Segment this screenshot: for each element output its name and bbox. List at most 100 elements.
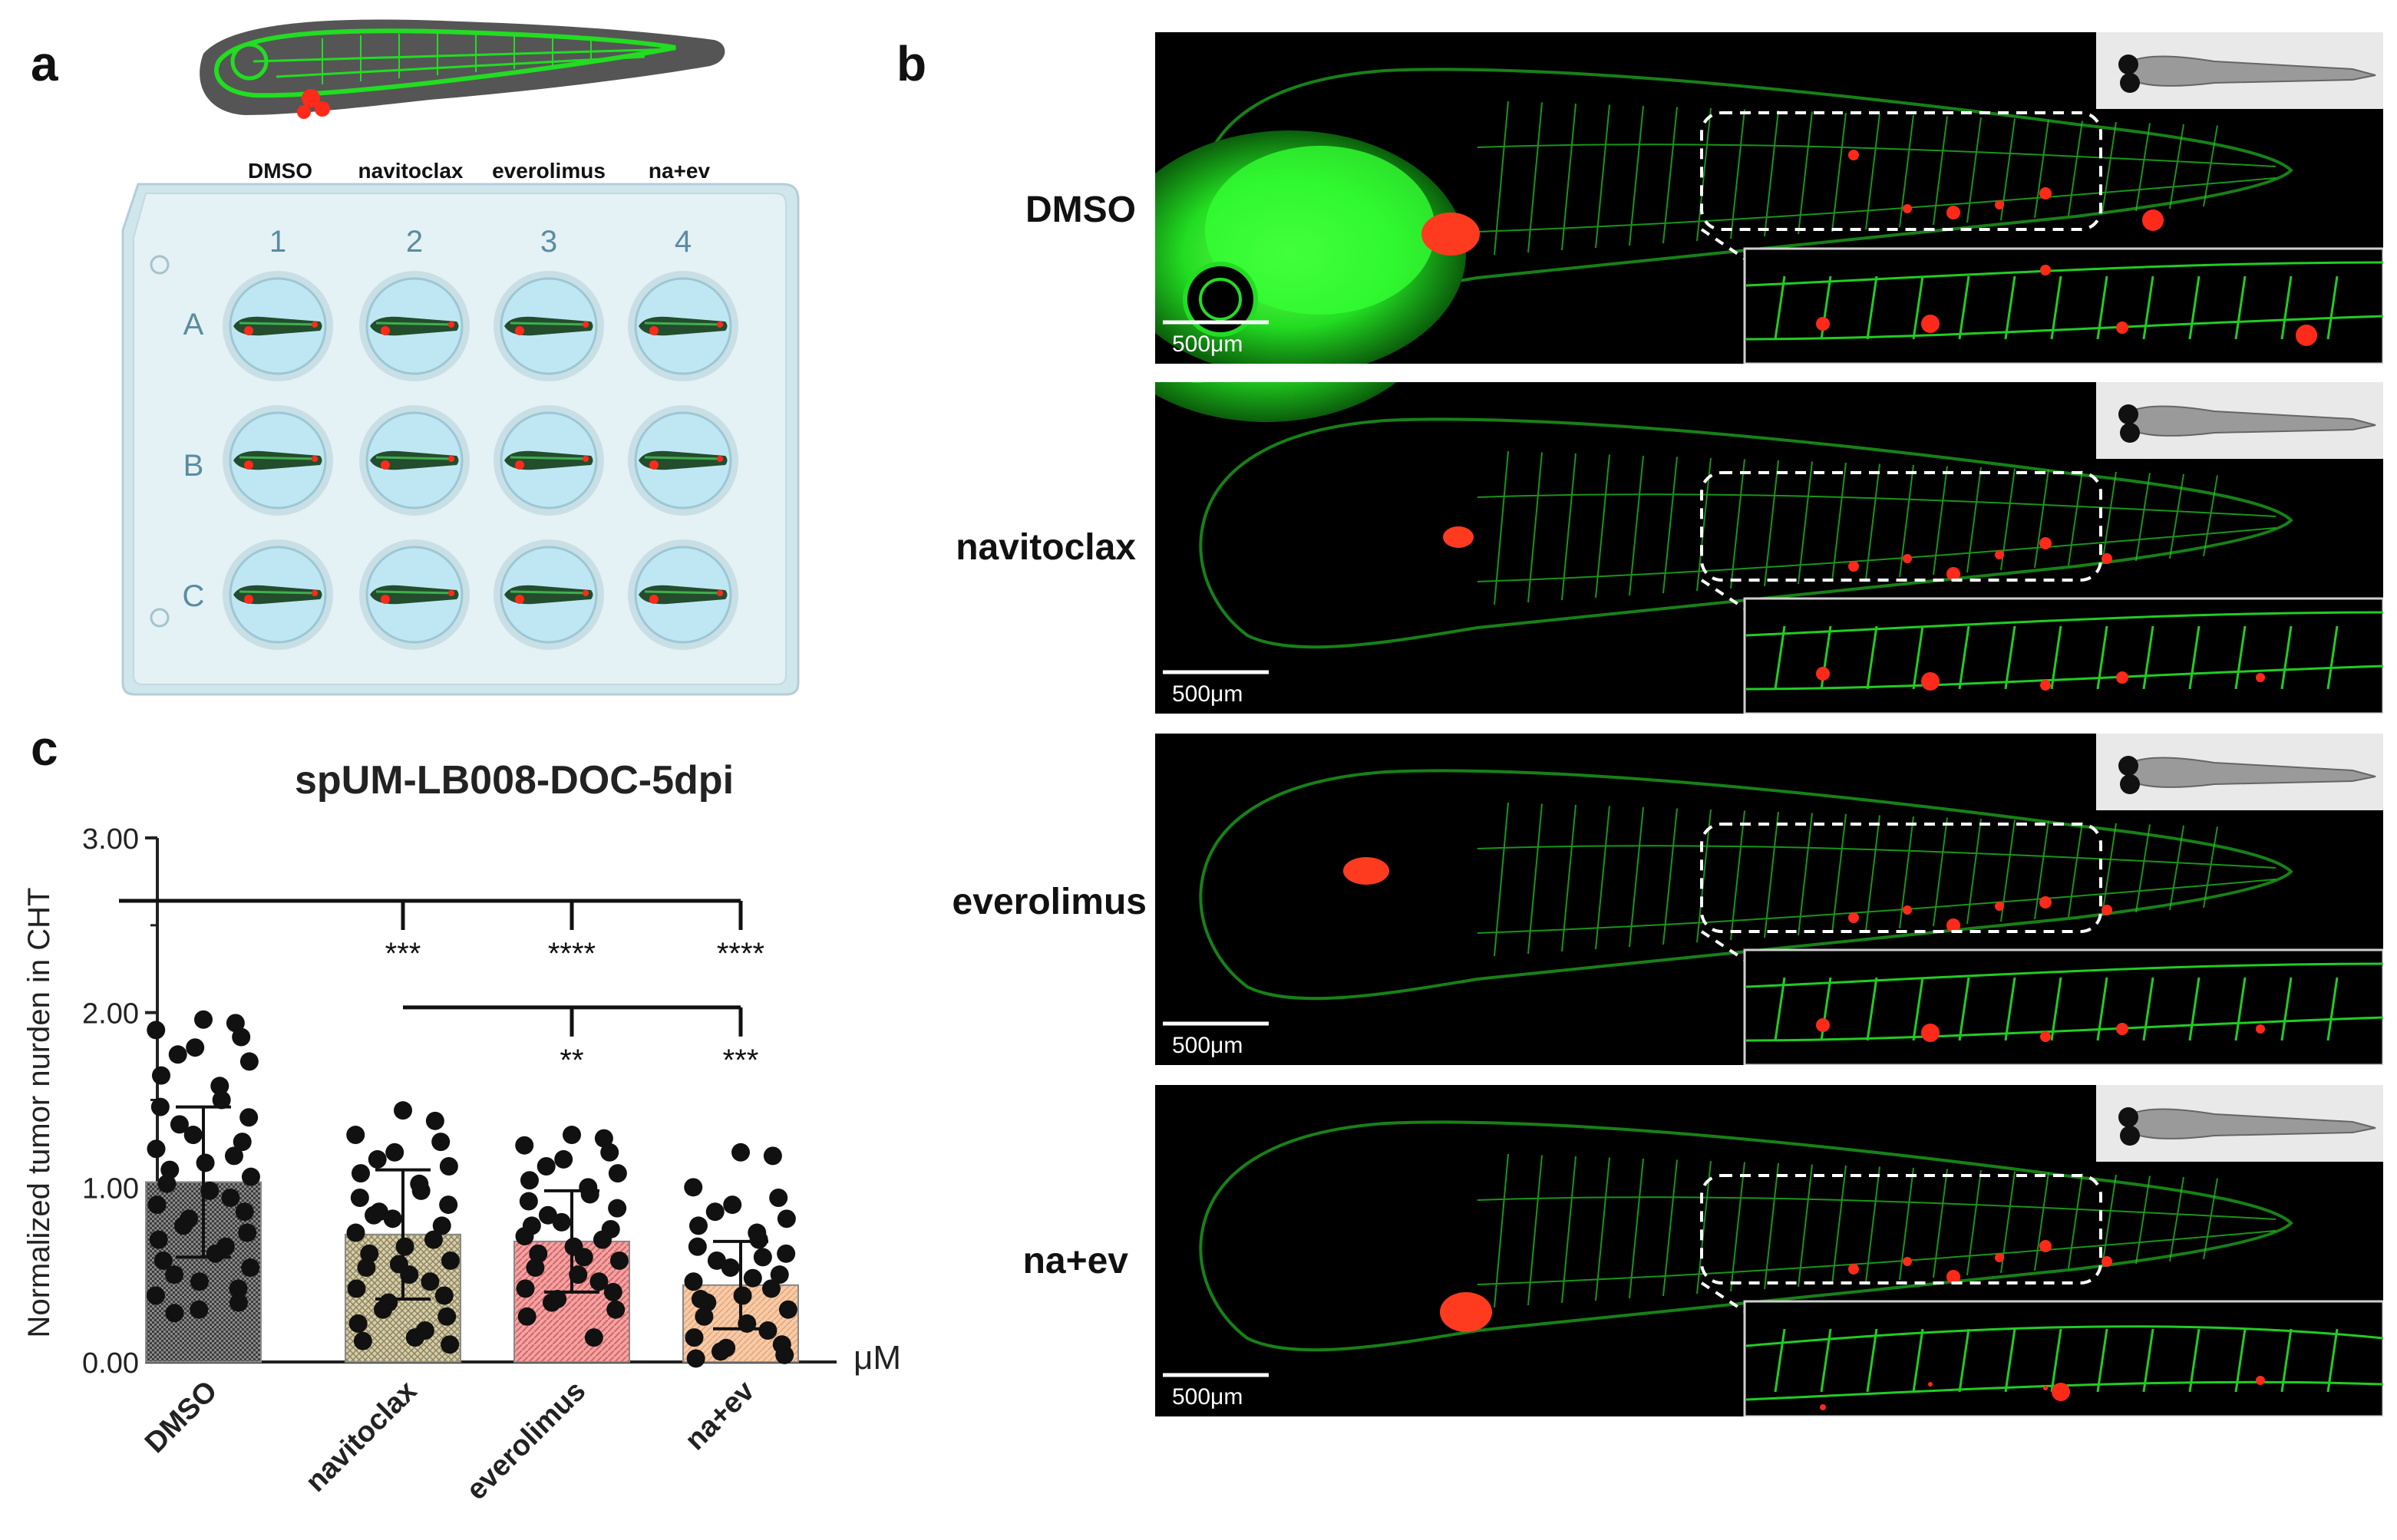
plate-column-number: 3 [540,225,557,259]
data-point [238,1223,257,1242]
data-point [753,1248,772,1267]
data-point [424,1230,443,1249]
data-point [373,1300,392,1319]
data-point [563,1126,581,1145]
data-point [232,1027,251,1047]
well [628,405,738,516]
data-point [395,1237,414,1256]
scale-bar-label: 500μm [1172,331,1243,357]
y-axis-label: Normalized tumor nurden in CHT [22,888,56,1338]
data-point [353,1331,372,1350]
larva-icon [370,585,459,605]
data-point [685,1328,704,1347]
data-point [190,1300,209,1319]
plate-condition-label: DMSO [248,159,312,183]
data-point [761,1279,781,1298]
x-tick-label: everolimus [461,1375,593,1507]
brightfield-inset [2096,734,2383,810]
larva-icon [639,585,728,605]
micrograph-label-navitoclax: navitoclax [956,527,1136,568]
well [494,405,604,516]
y-tick-label: 3.00 [82,823,139,856]
larva-icon [233,316,322,336]
data-point [538,1205,557,1225]
data-point [749,1230,768,1249]
data-point [519,1192,538,1211]
zoom-inset [1743,247,2383,364]
data-point [684,1178,703,1197]
plate-column-number: 1 [269,225,286,259]
data-point [594,1129,613,1148]
data-point [383,1209,402,1228]
data-point [173,1216,193,1235]
data-point [368,1149,387,1169]
data-point [593,1230,612,1249]
data-point [777,1244,796,1263]
y-tick-label: 1.00 [82,1172,139,1205]
roi-dashed-box [1700,1174,2102,1284]
zoom-inset [1743,948,2383,1065]
data-point [537,1157,556,1176]
significance-label: ** [560,1044,583,1077]
unit-label: μM [853,1339,901,1377]
data-point [235,1202,254,1222]
data-point [389,1255,408,1274]
roi-dashed-box [1700,471,2102,582]
data-point [439,1157,458,1176]
data-point [517,1307,537,1326]
data-point [574,1248,593,1267]
data-point [542,1293,561,1312]
data-point [763,1146,782,1166]
data-point [770,1265,789,1284]
data-point [603,1282,622,1301]
plate-condition-label: na+ev [649,159,711,183]
data-point [360,1244,379,1263]
data-point [147,1195,167,1215]
data-point [425,1111,444,1130]
well [223,539,333,650]
data-point [707,1251,726,1270]
data-point [357,1258,376,1278]
plate-row-letter: B [183,449,204,483]
data-point [196,1153,215,1172]
larva-icon [233,585,322,605]
data-point [778,1300,797,1319]
data-point [170,1115,189,1134]
well [359,539,470,650]
data-point [190,1272,209,1291]
scale-bar-label: 500μm [1172,681,1243,707]
data-point [606,1300,626,1319]
data-point [711,1342,730,1361]
micrograph: 500μm [1155,382,2383,714]
well [494,271,604,381]
data-point [684,1272,703,1291]
zebrafish-schematic [200,19,725,119]
data-point [584,1328,603,1347]
data-point [431,1133,451,1152]
data-point [733,1286,752,1305]
data-point [147,1286,166,1305]
data-point [421,1272,440,1291]
data-point [608,1199,627,1218]
data-point [229,1279,248,1298]
data-point [348,1314,368,1333]
micrograph-label-dmso: DMSO [1025,190,1136,230]
data-point [743,1268,762,1288]
plate-column-number: 4 [675,225,692,259]
data-point [688,1216,708,1235]
data-point [229,1293,248,1312]
data-point [522,1216,541,1235]
data-point [769,1188,788,1207]
panel-letter-b: b [896,36,927,91]
panel-letter-a: a [31,36,58,91]
significance-label: **** [717,937,764,971]
data-point [554,1149,573,1169]
data-point [147,1021,166,1040]
data-point [224,1146,243,1166]
scale-bar-label: 500μm [1172,1384,1243,1410]
data-point [183,1126,203,1145]
data-point [212,1090,231,1110]
data-point [346,1126,365,1145]
data-point [186,1038,205,1057]
